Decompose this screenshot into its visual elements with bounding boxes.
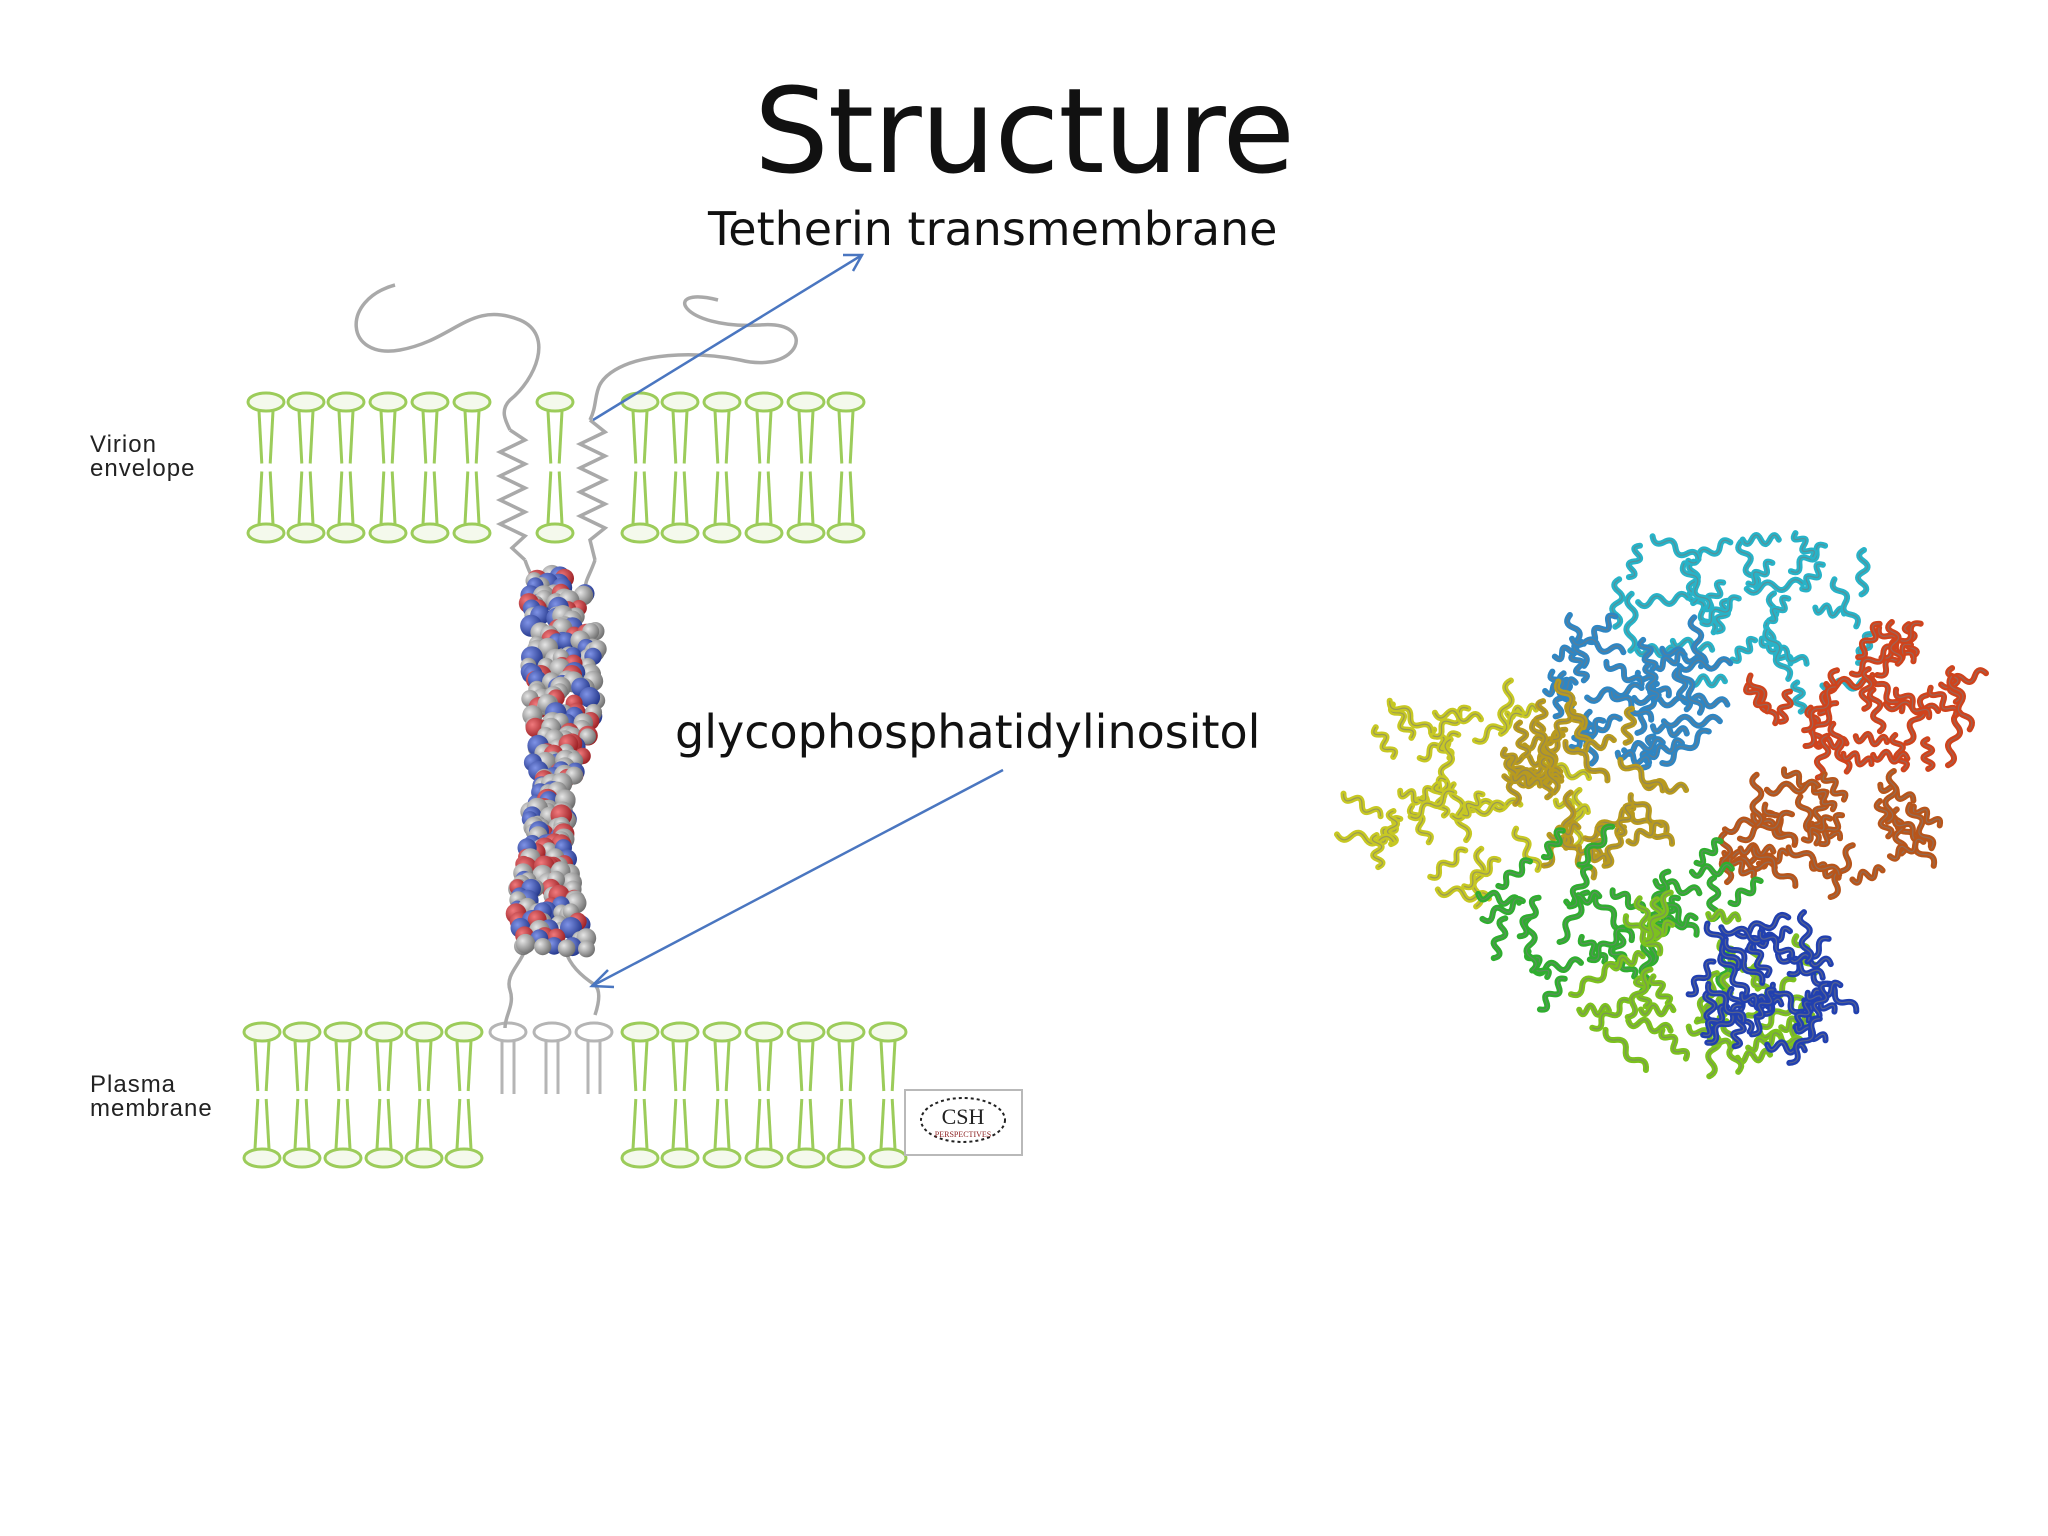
lipid — [282, 1021, 322, 1169]
plasma-label-line1: Plasma — [90, 1071, 176, 1098]
lipid — [702, 1021, 742, 1169]
lipid — [452, 391, 492, 544]
ribbon-domain — [1685, 909, 1860, 1066]
ribbon-domain — [1743, 619, 1989, 781]
lipid — [326, 391, 366, 544]
label-arrows — [589, 253, 1004, 989]
csh-perspectives-logo: CSH PERSPECTIVES — [904, 1089, 1023, 1156]
lipid — [660, 391, 700, 544]
tetherin-n-terminal-left — [354, 283, 541, 431]
gpi-anchor-headgroup — [532, 1021, 572, 1094]
lipid — [786, 1021, 826, 1169]
virion-label-line1: Virion — [90, 431, 157, 458]
lipid — [744, 1021, 784, 1169]
ribbon-domain — [1542, 612, 1734, 771]
gpi-arrowhead — [589, 969, 615, 989]
logo-text: CSH — [942, 1104, 985, 1129]
lipid — [368, 391, 408, 544]
lipid — [323, 1021, 363, 1169]
plasma-membrane-bilayer — [242, 1021, 908, 1169]
virion-label-line2: envelope — [90, 455, 195, 482]
tetherin-ribbon-structure — [1334, 530, 1989, 1080]
tetherin-transmembrane-label: Tetherin transmembrane — [708, 202, 1278, 256]
lipid — [620, 391, 660, 544]
tetherin-chains — [354, 283, 798, 1029]
lipid — [744, 391, 784, 544]
lipid — [702, 391, 742, 544]
lipid — [364, 1021, 404, 1169]
lipid — [868, 1021, 908, 1169]
plasma-label-line2: membrane — [90, 1095, 213, 1122]
virion-envelope-bilayer — [246, 391, 866, 544]
gpi-anchor-label: glycophosphatidylinositol — [675, 705, 1261, 759]
lipid — [246, 391, 286, 544]
tetherin-n-terminal-right — [588, 295, 798, 421]
gpi-anchor-headgroup — [488, 1021, 528, 1094]
tetherin-tm-helix-left — [495, 428, 530, 562]
gpi-linker-left — [503, 949, 527, 1029]
lipid — [286, 391, 326, 544]
gpi-arrow-line — [591, 768, 1004, 988]
gpi-anchor-headgroup — [574, 1021, 614, 1094]
tetherin-arrowhead — [843, 253, 865, 272]
slide-title: Structure — [754, 62, 1295, 200]
ribbon-domain — [1334, 677, 1592, 910]
lipid — [786, 391, 826, 544]
lipid — [620, 1021, 660, 1169]
tetherin-arrow-line — [592, 253, 863, 422]
logo-subtext: PERSPECTIVES — [935, 1130, 991, 1139]
lipid — [535, 391, 575, 544]
lipid — [444, 1021, 484, 1169]
lipid — [404, 1021, 444, 1169]
lipid — [242, 1021, 282, 1169]
lipid — [410, 391, 450, 544]
ribbon-domain — [1475, 823, 1764, 1013]
lipid — [826, 1021, 866, 1169]
gpi-linker-right — [563, 949, 601, 1016]
tetherin-tm-helix-right — [575, 418, 610, 561]
lipid — [660, 1021, 700, 1169]
lipid — [826, 391, 866, 544]
ribbon-domain — [1609, 530, 1875, 715]
tetherin-coiled-coil-spheres — [505, 564, 607, 958]
